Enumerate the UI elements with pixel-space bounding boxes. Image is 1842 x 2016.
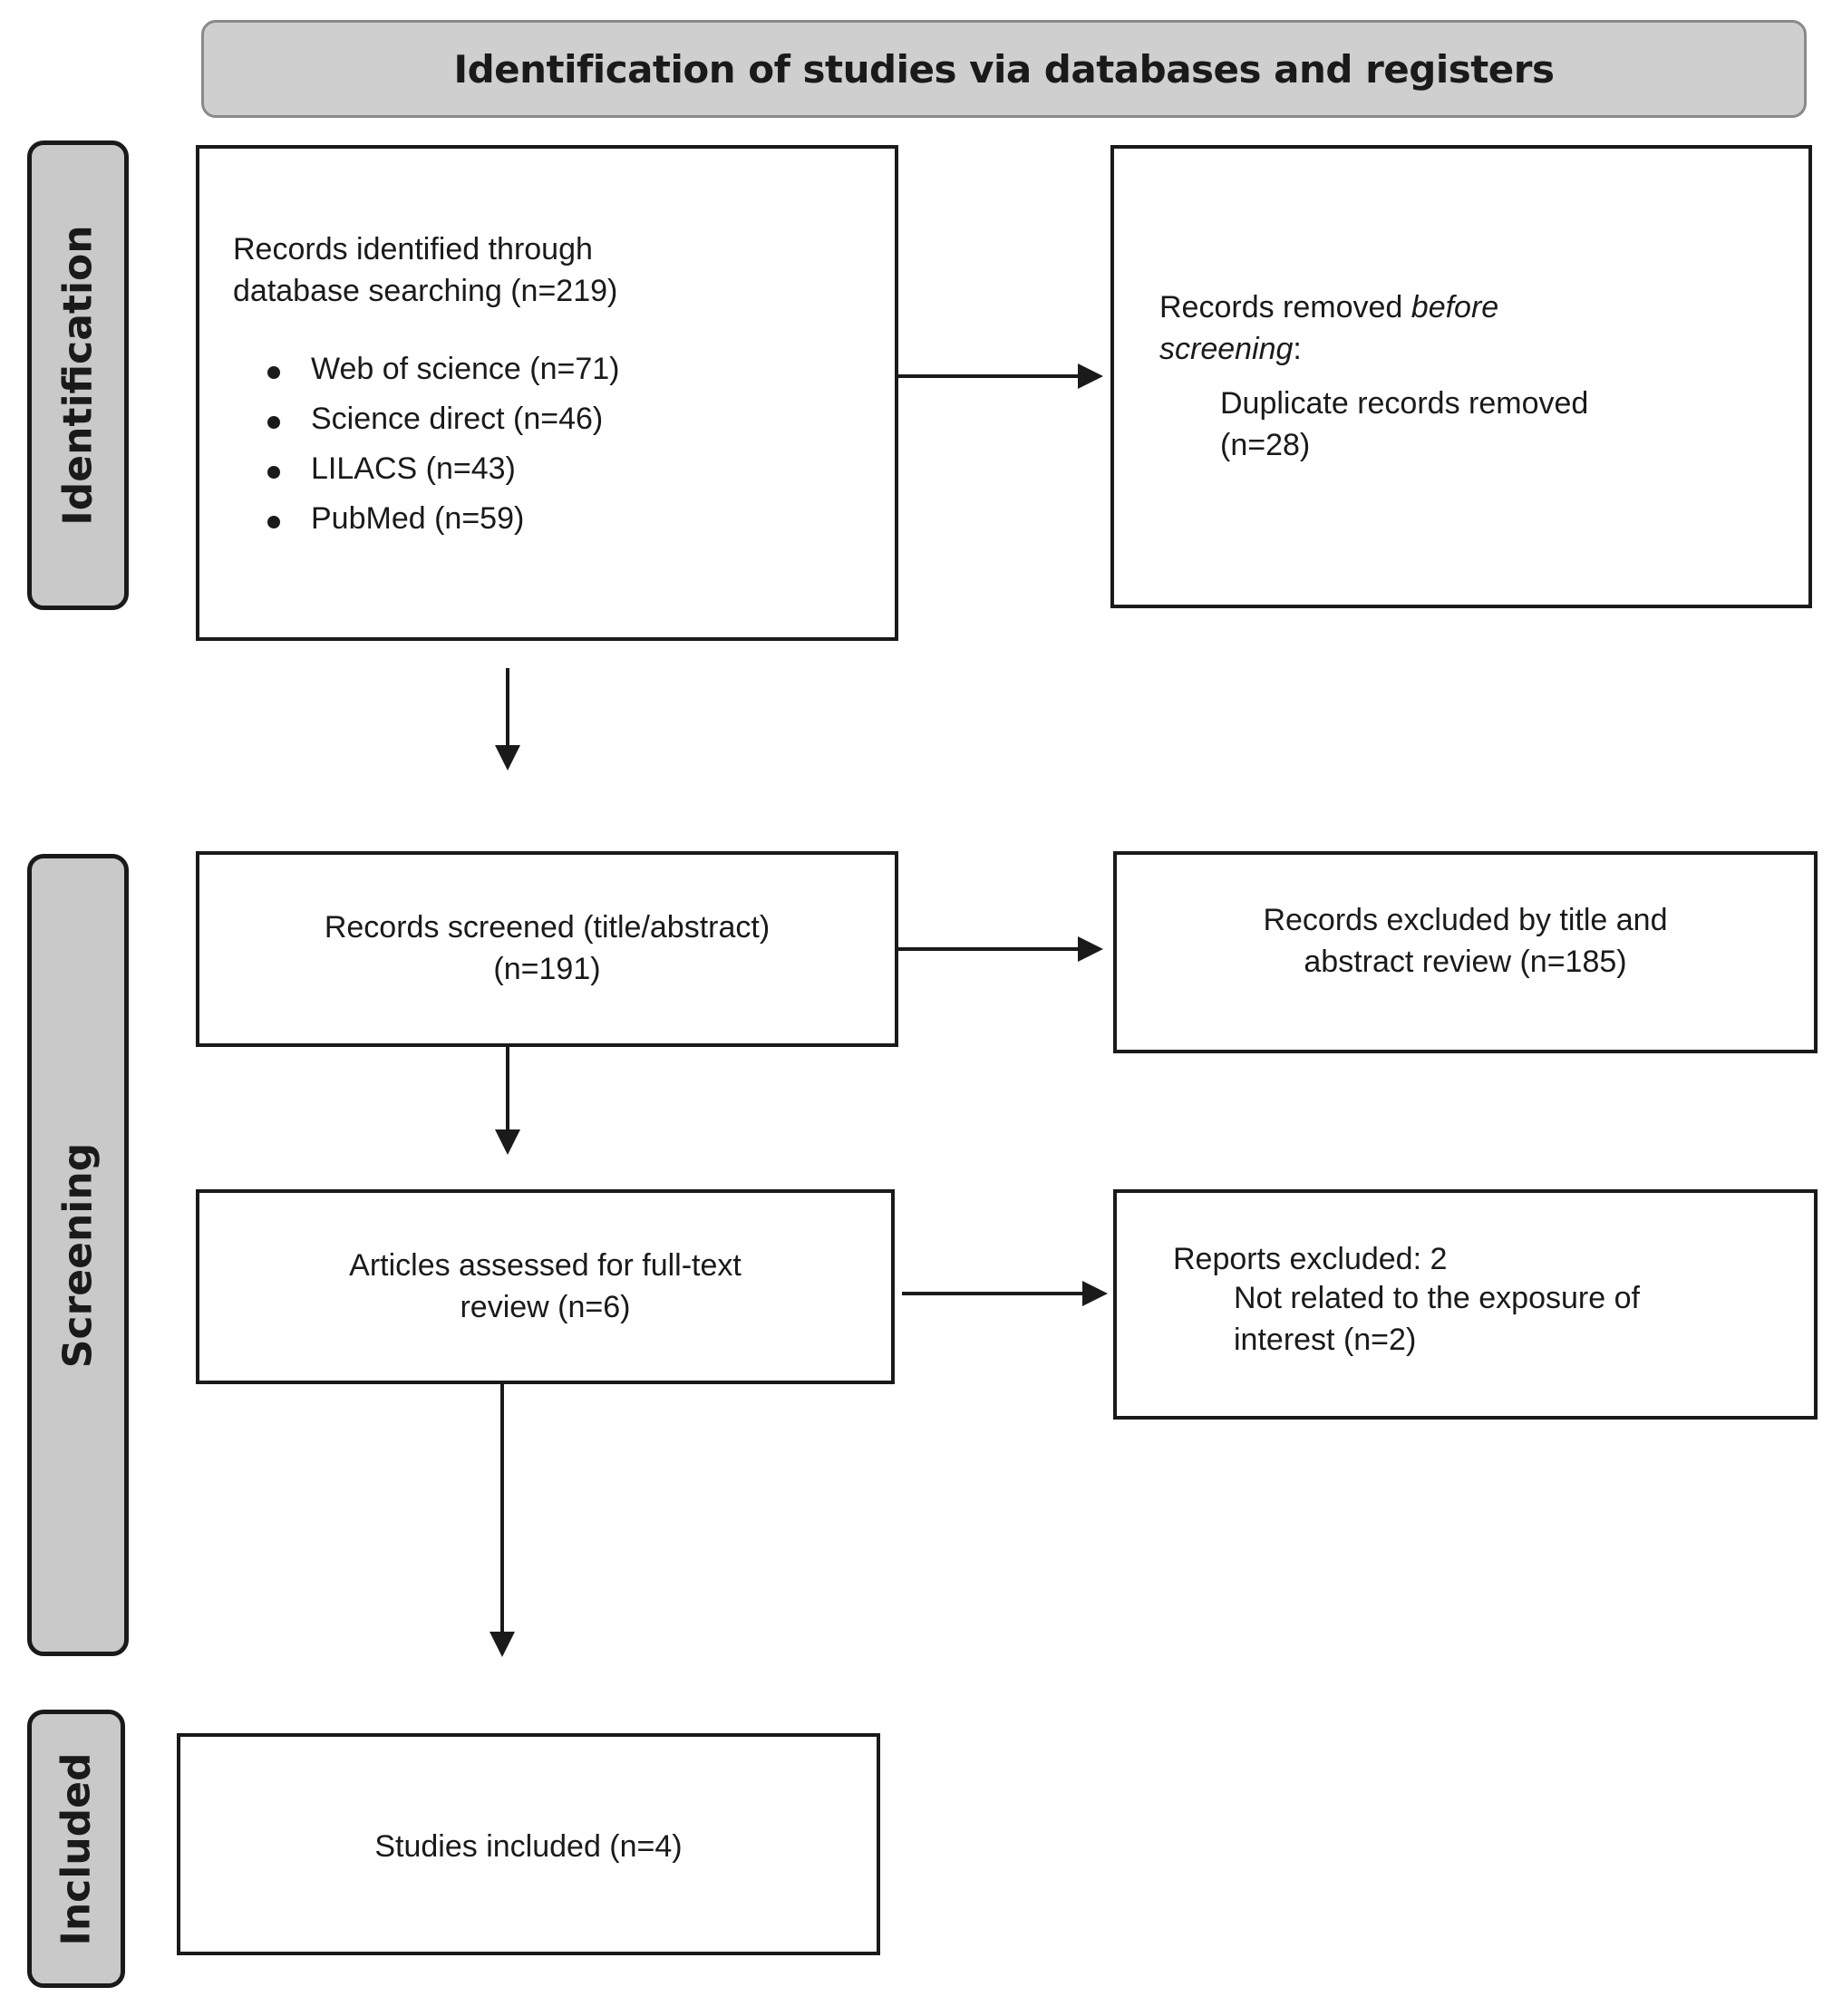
records-removed-italic-screening: screening bbox=[1159, 332, 1294, 366]
arrowhead-right-3 bbox=[1082, 1281, 1108, 1306]
records-identified-line2: database searching (n=219) bbox=[233, 274, 618, 308]
records-excluded-line2: abstract review (n=185) bbox=[1304, 945, 1627, 979]
reports-excluded-line2: Not related to the exposure of bbox=[1234, 1281, 1640, 1315]
fulltext-assessed-line1: Articles assessed for full-text bbox=[349, 1248, 742, 1283]
reports-excluded-box: Reports excluded: 2 Not related to the e… bbox=[1113, 1189, 1818, 1420]
records-screened-box: Records screened (title/abstract) (n=191… bbox=[196, 851, 898, 1047]
records-removed-heading-line2: screening: bbox=[1159, 328, 1808, 370]
database-source-label: Science direct (n=46) bbox=[311, 402, 604, 436]
database-source-item: PubMed (n=59) bbox=[267, 494, 895, 544]
arrowhead-down-1 bbox=[495, 745, 520, 771]
duplicate-records-line1: Duplicate records removed bbox=[1220, 386, 1589, 421]
fulltext-assessed-line2: review (n=6) bbox=[460, 1290, 631, 1324]
fulltext-assessed-box: Articles assessed for full-text review (… bbox=[196, 1189, 895, 1384]
reports-excluded-line3: interest (n=2) bbox=[1234, 1323, 1417, 1357]
phase-screening-bar: Screening bbox=[27, 854, 129, 1656]
database-source-label: LILACS (n=43) bbox=[311, 451, 516, 486]
duplicate-records-line2: (n=28) bbox=[1220, 428, 1311, 462]
records-screened-line2: (n=191) bbox=[493, 952, 601, 986]
records-identified-box: Records identified through database sear… bbox=[196, 145, 898, 641]
database-source-list: Web of science (n=71) Science direct (n=… bbox=[267, 344, 895, 544]
records-identified-line1: Records identified through bbox=[233, 232, 593, 267]
records-removed-italic-before: before bbox=[1411, 290, 1499, 325]
database-source-item: Science direct (n=46) bbox=[267, 394, 895, 444]
phase-screening-label: Screening bbox=[54, 1142, 102, 1368]
phase-identification-bar: Identification bbox=[27, 141, 129, 610]
database-source-label: PubMed (n=59) bbox=[311, 501, 525, 536]
records-excluded-box: Records excluded by title and abstract r… bbox=[1113, 851, 1818, 1053]
database-source-label: Web of science (n=71) bbox=[311, 352, 620, 386]
records-removed-heading: Records removed before bbox=[1159, 286, 1808, 328]
records-removed-prefix: Records removed bbox=[1159, 290, 1411, 325]
diagram-title: Identification of studies via databases … bbox=[453, 46, 1555, 92]
records-removed-box: Records removed before screening: Duplic… bbox=[1110, 145, 1812, 608]
database-source-item: LILACS (n=43) bbox=[267, 444, 895, 494]
bullet-icon bbox=[267, 465, 280, 479]
studies-included-label: Studies included (n=4) bbox=[374, 1829, 683, 1864]
phase-included-label: Included bbox=[53, 1751, 100, 1946]
records-removed-colon: : bbox=[1293, 332, 1302, 366]
studies-included-box: Studies included (n=4) bbox=[177, 1733, 880, 1955]
bullet-icon bbox=[267, 415, 280, 429]
arrowhead-right-2 bbox=[1078, 936, 1103, 962]
bullet-icon bbox=[267, 365, 280, 379]
bullet-icon bbox=[267, 515, 280, 528]
phase-identification-label: Identification bbox=[54, 225, 102, 526]
phase-included-bar: Included bbox=[27, 1710, 125, 1988]
records-screened-line1: Records screened (title/abstract) bbox=[324, 910, 771, 945]
database-source-item: Web of science (n=71) bbox=[267, 344, 895, 394]
arrowhead-right-1 bbox=[1078, 363, 1103, 389]
arrowhead-down-2 bbox=[495, 1129, 520, 1155]
records-excluded-line1: Records excluded by title and bbox=[1263, 903, 1668, 937]
arrowhead-down-3 bbox=[490, 1632, 515, 1657]
reports-excluded-line1: Reports excluded: 2 bbox=[1173, 1242, 1448, 1276]
header-bar: Identification of studies via databases … bbox=[201, 20, 1807, 118]
